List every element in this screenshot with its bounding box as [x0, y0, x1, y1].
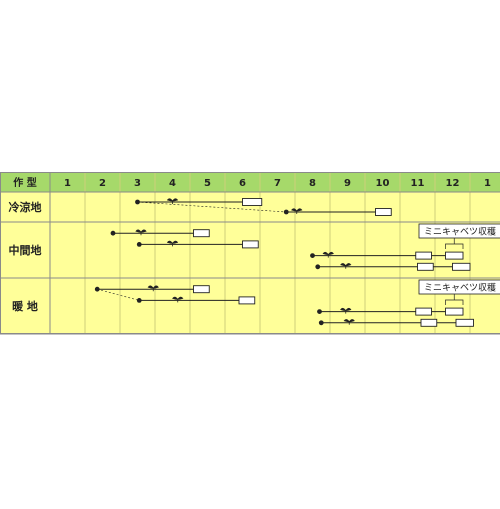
- sprout-icon: [322, 251, 334, 258]
- sowing-dot: [136, 298, 142, 303]
- harvest-bracket: [445, 294, 464, 305]
- planting-box: [420, 318, 438, 327]
- sprout-icon: [166, 240, 179, 247]
- grid: [0, 172, 500, 335]
- sprout-icon: [166, 198, 179, 204]
- harvest-note-box: [418, 279, 500, 295]
- month-label: 5: [204, 178, 211, 189]
- planting-box: [193, 229, 210, 238]
- month-label: 3: [134, 178, 141, 189]
- planting-box: [375, 208, 392, 216]
- month-label: 7: [274, 178, 281, 189]
- schedule-row: 冷涼地: [9, 198, 392, 216]
- dashed-connector: [97, 288, 140, 301]
- schedule-row: 中間地 ミニキャベツ収穫: [9, 223, 500, 271]
- planting-box: [242, 198, 263, 206]
- month-label: 11: [411, 178, 425, 189]
- sprout-icon: [147, 285, 159, 292]
- planting-box: [242, 240, 259, 249]
- harvest-bracket: [445, 238, 464, 249]
- sowing-dot: [315, 264, 321, 270]
- sprout-icon: [343, 319, 355, 325]
- zone-label: 冷涼地: [9, 200, 42, 214]
- corner-label: 作 型: [13, 176, 36, 189]
- sowing-dot: [136, 242, 142, 247]
- zone-label: 暖 地: [12, 299, 38, 313]
- dashed-connector: [137, 201, 287, 213]
- harvest-box: [445, 307, 464, 316]
- sowing-dot: [317, 309, 322, 314]
- harvest-box: [445, 251, 464, 260]
- month-label: 9: [344, 178, 351, 189]
- header-background: [0, 172, 500, 192]
- planting-box: [415, 251, 432, 260]
- month-label: 4: [169, 178, 176, 189]
- harvest-note-box: [418, 223, 500, 239]
- month-label: 1: [64, 178, 71, 189]
- planting-box: [193, 285, 210, 294]
- planting-box: [417, 262, 434, 271]
- planting-box: [415, 307, 432, 316]
- harvest-box: [455, 318, 474, 327]
- schedule-row: 暖 地 ミニキャベツ収穫: [12, 279, 500, 327]
- month-label: 2: [99, 178, 106, 189]
- sprout-icon: [172, 296, 184, 303]
- harvest-note-label: ミニキャベツ収穫: [424, 226, 496, 238]
- table-border: [0, 172, 500, 334]
- month-label: 6: [239, 178, 246, 189]
- month-label: 1: [484, 178, 491, 189]
- month-label: 12: [446, 178, 460, 189]
- zone-label: 中間地: [9, 243, 42, 257]
- sprout-icon: [291, 208, 303, 214]
- planting-box: [238, 296, 256, 305]
- sowing-dot: [318, 320, 324, 326]
- sprout-icon: [340, 263, 352, 269]
- sowing-dot: [110, 230, 116, 236]
- harvest-box: [452, 262, 471, 271]
- sowing-dot: [310, 253, 315, 258]
- harvest-note-label: ミニキャベツ収穫: [424, 282, 496, 294]
- sprout-icon: [340, 307, 352, 314]
- month-label: 8: [309, 178, 316, 189]
- sprout-icon: [135, 229, 147, 236]
- month-label: 10: [376, 178, 390, 189]
